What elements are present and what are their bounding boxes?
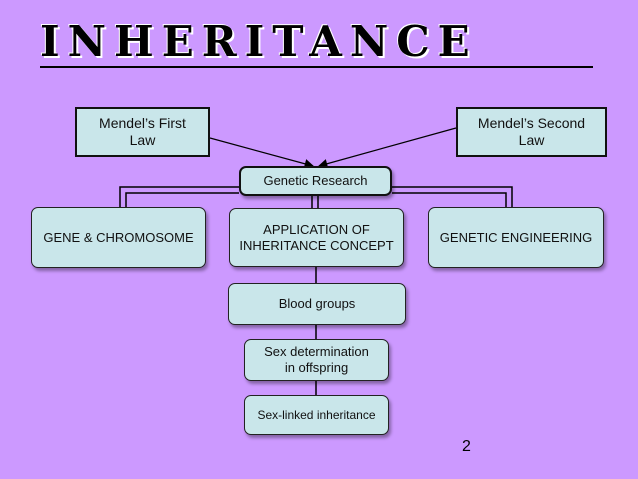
sex-linked-label: Sex-linked inheritance	[257, 407, 376, 422]
genetic-engineering-box: GENETIC ENGINEERING	[428, 207, 604, 268]
connector-left	[119, 186, 239, 207]
connector-right	[392, 186, 513, 207]
slide-title: Inheritance	[40, 17, 478, 66]
genetic-research-box: Genetic Research	[239, 166, 392, 196]
mendel-second-law-label: Mendel’s Second Law	[477, 115, 586, 148]
application-label: APPLICATION OF INHERITANCE CONCEPT	[239, 221, 394, 253]
title-underline	[40, 66, 593, 68]
sex-determination-label: Sex determination in offspring	[264, 344, 369, 375]
sex-determination-box: Sex determination in offspring	[244, 339, 389, 381]
mendel-first-law-label: Mendel’s First Law	[99, 115, 186, 148]
blood-groups-box: Blood groups	[228, 283, 406, 325]
application-box: APPLICATION OF INHERITANCE CONCEPT	[229, 208, 404, 267]
mendel-first-law-box: Mendel’s First Law	[75, 107, 210, 157]
blood-groups-label: Blood groups	[278, 296, 356, 312]
sex-linked-box: Sex-linked inheritance	[244, 395, 389, 435]
page-number: 2	[462, 438, 471, 455]
genetic-engineering-label: GENETIC ENGINEERING	[439, 229, 593, 245]
arrow-second-law	[317, 127, 457, 169]
mendel-second-law-box: Mendel’s Second Law	[456, 107, 607, 157]
gene-chromosome-label: GENE & CHROMOSOME	[43, 229, 194, 245]
gene-chromosome-box: GENE & CHROMOSOME	[31, 207, 206, 268]
genetic-research-label: Genetic Research	[263, 173, 368, 189]
arrow-first-law	[209, 137, 315, 169]
